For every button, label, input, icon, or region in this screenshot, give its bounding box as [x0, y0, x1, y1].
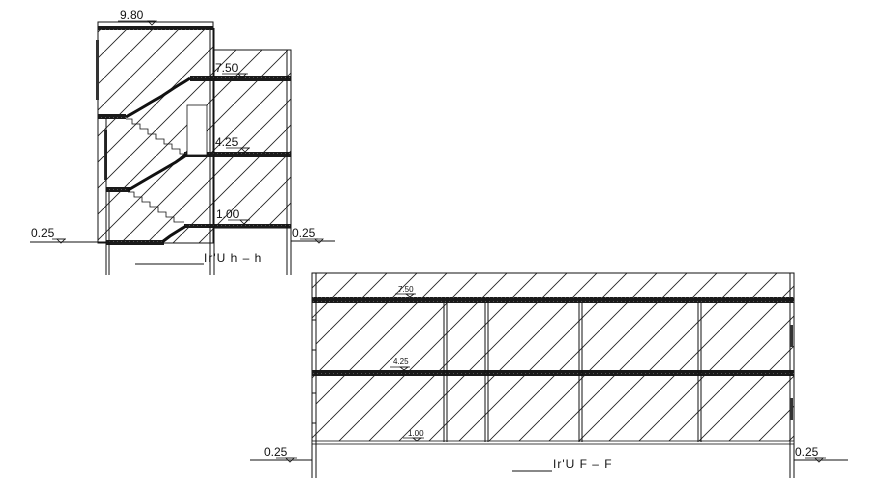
- level-marker-roof: 9.80: [118, 8, 157, 26]
- landing-upper: [98, 114, 126, 119]
- stair-flight-3: [125, 76, 191, 119]
- level-triangle-icon: [314, 238, 324, 244]
- level-marker-ground-right: 0.25: [292, 226, 324, 244]
- level-label: 7.50: [398, 285, 414, 294]
- slab-750: [190, 76, 291, 81]
- level-marker-100: 1.00: [216, 207, 250, 225]
- level-marker-ground-left: 0.25: [31, 226, 66, 244]
- level-triangle-icon: [56, 238, 66, 244]
- stair-flight-light-1: [126, 118, 186, 155]
- level-marker-425: 4.25: [390, 357, 410, 371]
- roof-slab: [98, 26, 213, 30]
- level-label: 4.25: [393, 357, 409, 366]
- level-label: 0.25: [292, 226, 316, 240]
- level-triangle-icon: [237, 73, 247, 79]
- level-marker-750: 7.50: [215, 61, 248, 79]
- section-b: 9.80 7.50 4.25 1.00 0.25 0.25: [30, 8, 335, 275]
- level-label: 0.25: [264, 445, 288, 459]
- landing-mid: [106, 187, 130, 192]
- section-f-title: Ir'U F – F: [553, 457, 613, 471]
- window-left-upper: [311, 319, 317, 351]
- slab-425: [184, 152, 291, 157]
- level-label: 0.25: [31, 226, 55, 240]
- level-triangle-icon: [814, 457, 824, 463]
- stair-flight-2: [127, 153, 187, 192]
- slab-100: [311, 440, 795, 445]
- door-opening: [186, 104, 208, 156]
- level-label: 0.25: [795, 445, 819, 459]
- stair-flight-light-2: [128, 191, 184, 223]
- slab-750: [312, 297, 794, 303]
- level-triangle-icon: [398, 366, 410, 371]
- level-triangle-icon: [240, 147, 250, 153]
- level-triangle-icon: [239, 219, 249, 225]
- window-right-upper: [790, 325, 793, 347]
- level-triangle-icon: [285, 457, 295, 463]
- level-marker-425: 4.25: [215, 135, 250, 153]
- level-marker-ground-left: 0.25: [264, 445, 297, 463]
- level-label: 7.50: [215, 61, 239, 75]
- level-label: 4.25: [215, 135, 239, 149]
- level-label: 9.80: [120, 8, 144, 22]
- section-f: 7.50 4.25 1.00 0.25 0.25 Ir'U F – F: [250, 272, 848, 478]
- level-label: 1.00: [216, 207, 240, 221]
- slab-100: [184, 224, 291, 228]
- level-triangle-icon: [411, 437, 423, 442]
- window-upper: [96, 40, 99, 100]
- level-marker-750: 7.50: [395, 285, 416, 298]
- stair-flight-1: [161, 224, 187, 244]
- columns: [311, 273, 795, 478]
- level-marker-ground-right: 0.25: [795, 445, 826, 463]
- level-label: 1.00: [408, 429, 424, 438]
- level-marker-100: 1.00: [403, 429, 424, 442]
- landing-ground: [106, 240, 164, 245]
- window-left-lower: [311, 392, 317, 424]
- level-triangle-icon: [147, 20, 157, 26]
- section-b-title: Ir'U h – h: [204, 251, 262, 265]
- level-triangle-icon: [404, 293, 416, 298]
- window-right-lower: [790, 398, 793, 420]
- slab-425: [312, 370, 794, 376]
